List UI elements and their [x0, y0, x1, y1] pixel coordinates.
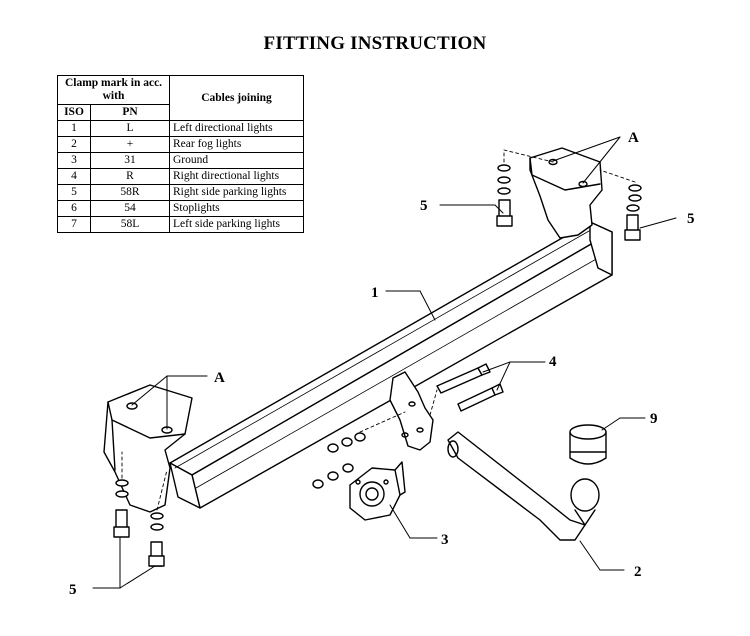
table-row: 2 + Rear fog lights	[57, 136, 304, 153]
callout-leaders	[92, 136, 677, 589]
right-side-bracket	[529, 147, 603, 239]
label-9: 9	[650, 411, 658, 427]
table-row: 7 58L Left side parking lights	[57, 216, 304, 233]
desc-cell: Left side parking lights	[169, 216, 304, 233]
label-3: 3	[441, 532, 449, 548]
cable-legend-table: Clamp mark in acc. with Cables joining I…	[57, 75, 304, 233]
table-row: 4 R Right directional lights	[57, 168, 304, 185]
header-clamp-mark: Clamp mark in acc. with	[57, 75, 170, 105]
assembly-guide-lines	[121, 149, 636, 511]
label-5-bottom: 5	[69, 582, 77, 598]
socket-plate	[349, 461, 406, 521]
crossbar	[169, 221, 613, 509]
header-pn: PN	[90, 104, 170, 121]
label-5-right: 5	[687, 211, 695, 227]
fastener-stack-right	[624, 184, 642, 241]
table-header-row: Clamp mark in acc. with Cables joining	[57, 75, 304, 121]
ball-neck	[447, 431, 600, 541]
ball-cap	[569, 424, 607, 465]
table-row: 3 31 Ground	[57, 152, 304, 169]
label-1: 1	[371, 285, 379, 301]
center-mount-bracket	[389, 371, 434, 451]
page-title: FITTING INSTRUCTION	[263, 33, 487, 54]
label-a-left: A	[214, 370, 225, 386]
label-a-top: A	[628, 130, 639, 146]
label-2: 2	[634, 564, 642, 580]
nuts-and-washers	[312, 432, 366, 489]
mount-bolts	[436, 363, 504, 412]
table-row: 5 58R Right side parking lights	[57, 184, 304, 201]
pn-cell: 58R	[90, 184, 170, 201]
desc-cell: Right side parking lights	[169, 184, 304, 201]
label-5-top-left: 5	[420, 198, 428, 214]
fastener-stack-top-left	[496, 164, 513, 227]
table-subheader-row: ISO PN	[57, 104, 304, 121]
label-4: 4	[549, 354, 557, 370]
fastener-stack-left	[113, 479, 165, 567]
